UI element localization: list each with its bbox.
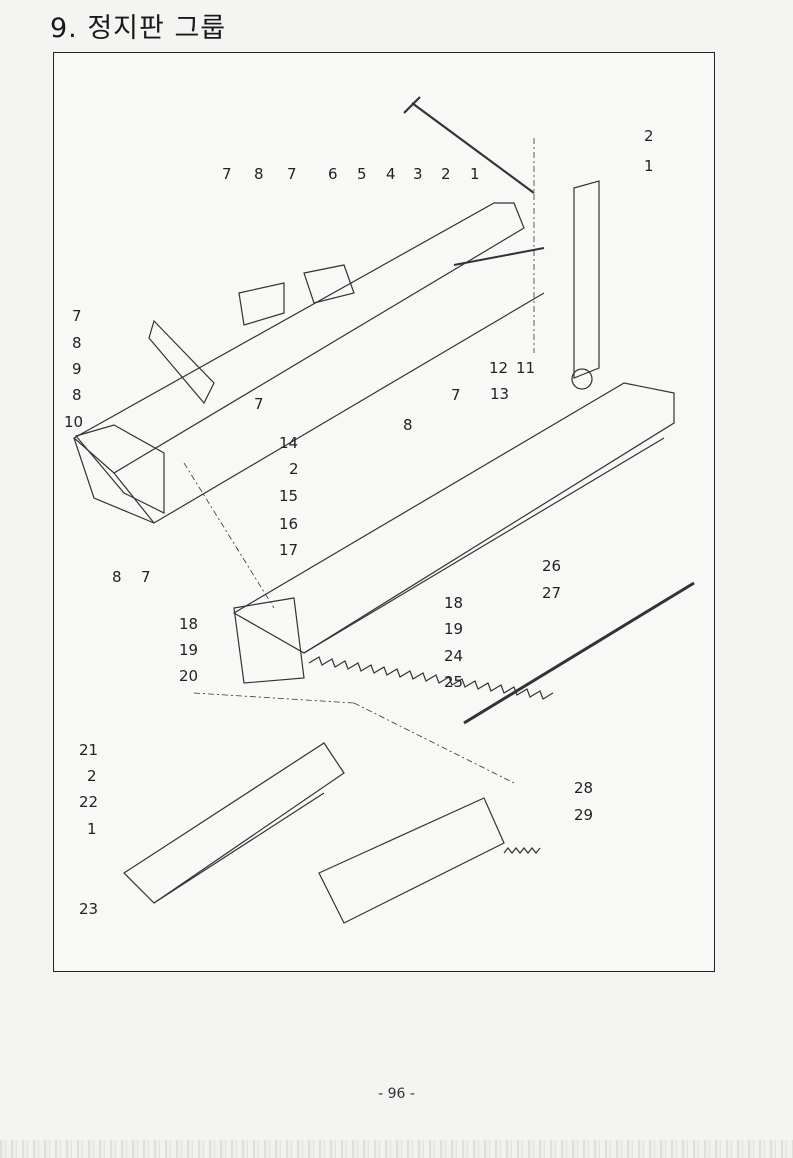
callout-label: 28: [574, 779, 593, 797]
callout-label: 18: [444, 594, 463, 612]
spring-part-29: [503, 847, 541, 854]
callout-label: 7: [451, 386, 461, 404]
plate-part-28: [318, 797, 505, 924]
callout-label: 1: [644, 157, 654, 175]
scan-edge-strip: [0, 1140, 793, 1158]
diagram-frame: 7 8 7 6 5 4 3 2 1 2 1 7 8 9 8 10 7 12 11…: [53, 52, 715, 972]
callout-label: 4: [386, 165, 396, 183]
callout-label: 21: [79, 741, 98, 759]
callout-label: 19: [444, 620, 463, 638]
callout-label: 26: [542, 557, 561, 575]
callout-label: 7: [141, 568, 151, 586]
callout-label: 15: [279, 487, 298, 505]
callout-label: 3: [413, 165, 423, 183]
callout-label: 27: [542, 584, 561, 602]
callout-label: 2: [87, 767, 97, 785]
handle-rod: [411, 102, 535, 194]
callout-label: 9: [72, 360, 82, 378]
page-title: 9. 정지판 그룹: [50, 13, 227, 44]
callout-label: 8: [72, 334, 82, 352]
callout-label: 13: [490, 385, 509, 403]
callout-label: 10: [64, 413, 83, 431]
callout-label: 8: [403, 416, 413, 434]
callout-label: 8: [254, 165, 264, 183]
callout-label: 25: [444, 673, 463, 691]
callout-label: 8: [72, 386, 82, 404]
callout-label: 14: [279, 434, 298, 452]
callout-label: 1: [470, 165, 480, 183]
callout-label: 16: [279, 515, 298, 533]
callout-label: 5: [357, 165, 367, 183]
callout-label: 19: [179, 641, 198, 659]
main-rail: [72, 202, 525, 474]
callout-label: 29: [574, 806, 593, 824]
callout-label: 2: [644, 127, 654, 145]
column-part-11: [573, 180, 600, 379]
callout-label: 11: [516, 359, 535, 377]
callout-label: 12: [489, 359, 508, 377]
callout-label: 22: [79, 793, 98, 811]
callout-label: 2: [289, 460, 299, 478]
callout-label: 7: [222, 165, 232, 183]
callout-label: 1: [87, 820, 97, 838]
callout-label: 7: [287, 165, 297, 183]
callout-label: 7: [72, 307, 82, 325]
exploded-parts-diagram: 7 8 7 6 5 4 3 2 1 2 1 7 8 9 8 10 7 12 11…: [64, 96, 695, 924]
callout-label: 6: [328, 165, 338, 183]
knife-bar: [232, 382, 675, 654]
callout-label: 17: [279, 541, 298, 559]
rod-part-27: [463, 581, 695, 725]
callout-label: 23: [79, 900, 98, 918]
callout-label: 2: [441, 165, 451, 183]
lever-part-9: [148, 319, 215, 405]
page-number: - 96 -: [378, 1086, 415, 1102]
callout-label: 20: [179, 667, 198, 685]
callout-label: 18: [179, 615, 198, 633]
callout-label: 24: [444, 647, 463, 665]
callout-label: 7: [254, 395, 264, 413]
callout-label: 8: [112, 568, 122, 586]
plate-part-21: [123, 742, 345, 904]
